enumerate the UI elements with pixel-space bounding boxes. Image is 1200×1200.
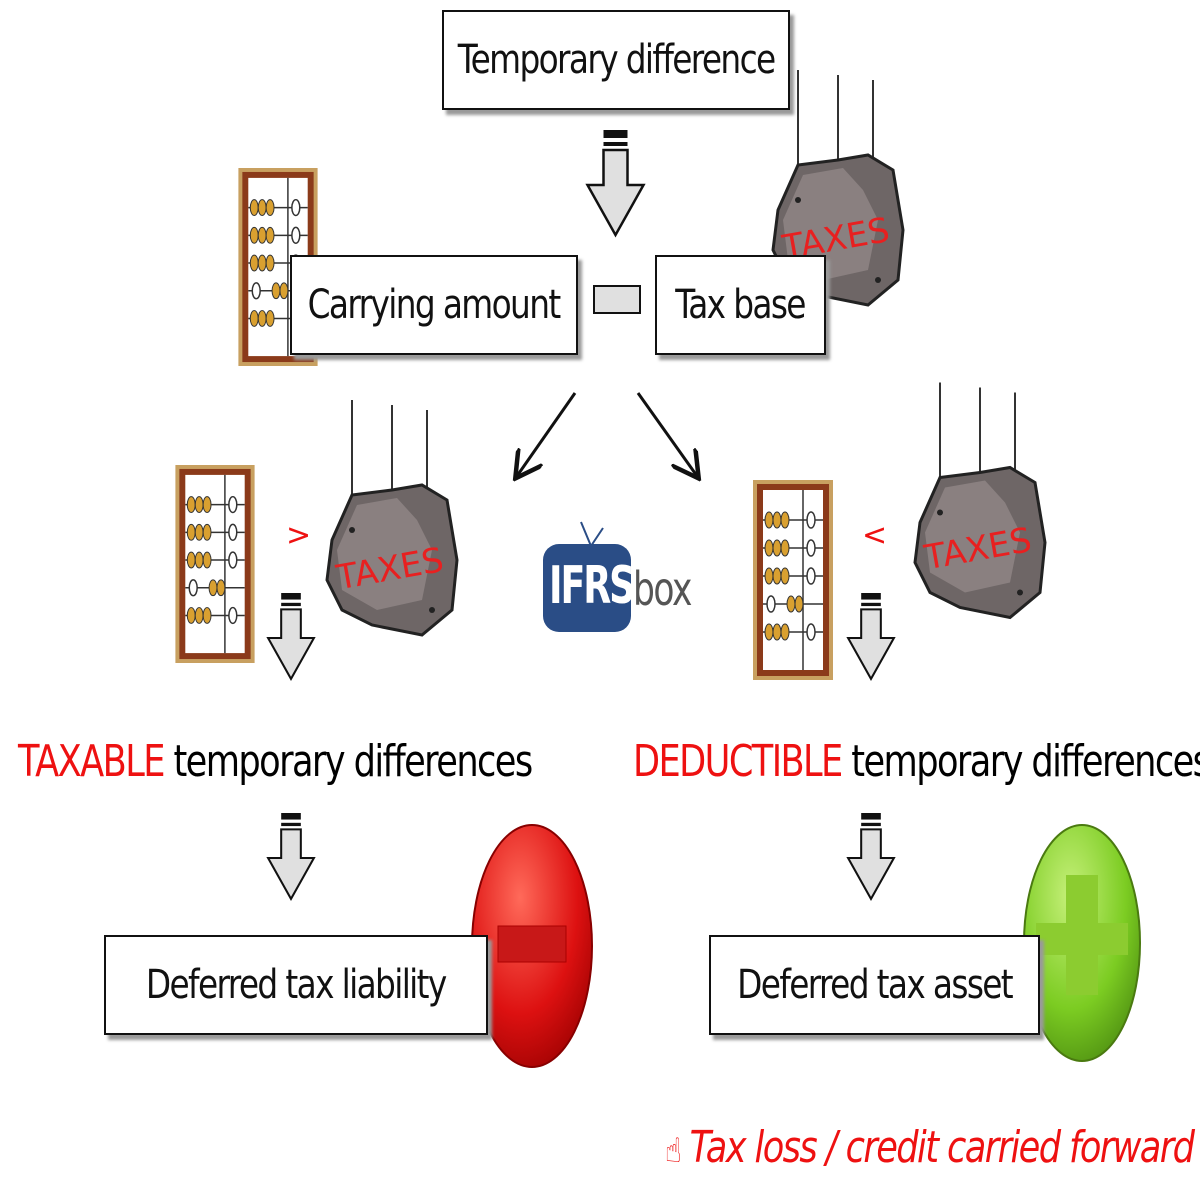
deductible-heading: DEDUCTIBLE temporary differences: [633, 736, 1200, 787]
logo-main-text: IFRS: [549, 556, 635, 616]
temporary-difference-box: Temporary difference: [442, 10, 790, 110]
deferred-tax-liability-box: Deferred tax liability: [104, 935, 488, 1035]
plus-badge-icon: [1023, 824, 1141, 1062]
down-arrow-icon: [846, 593, 896, 681]
abacus-icon: [753, 480, 833, 680]
carrying-amount-label: Carrying amount: [308, 282, 562, 328]
taxes-rock-icon: TAXES: [913, 380, 1047, 620]
deferred-tax-liability-label: Deferred tax liability: [146, 962, 447, 1008]
down-arrow-icon: [846, 813, 896, 901]
down-arrow-icon: [266, 593, 316, 681]
right-branch-arrow: [636, 392, 697, 476]
abacus-icon: [175, 465, 255, 663]
ifrsbox-logo: IFRS box: [543, 518, 692, 633]
logo-suffix-text: box: [633, 562, 692, 616]
pointing-hand-icon: ☝: [665, 1131, 682, 1171]
taxable-heading-rest: temporary differences: [163, 736, 533, 787]
deferred-tax-asset-box: Deferred tax asset: [709, 935, 1040, 1035]
carrying-amount-box: Carrying amount: [290, 255, 578, 355]
taxable-heading: TAXABLE temporary differences: [18, 736, 533, 787]
minus-badge-icon: [471, 824, 593, 1068]
tax-loss-note-text: Tax loss / credit carried forward: [689, 1122, 1195, 1173]
less-than-sign: <: [862, 518, 888, 553]
greater-than-sign: >: [286, 518, 312, 553]
tax-base-box: Tax base: [655, 255, 826, 355]
left-branch-arrow: [517, 392, 577, 476]
deferred-tax-asset-label: Deferred tax asset: [737, 962, 1014, 1008]
minus-operator-icon: [593, 285, 641, 314]
tax-base-label: Tax base: [675, 282, 807, 328]
temporary-difference-label: Temporary difference: [457, 37, 776, 83]
down-arrow-icon: [266, 813, 316, 901]
deductible-highlight: DEDUCTIBLE: [633, 736, 843, 787]
taxes-rock-icon: TAXES: [325, 400, 459, 637]
taxable-highlight: TAXABLE: [18, 736, 165, 787]
tax-loss-note: ☝ Tax loss / credit carried forward: [665, 1122, 1195, 1173]
deductible-heading-rest: temporary differences: [841, 736, 1200, 787]
